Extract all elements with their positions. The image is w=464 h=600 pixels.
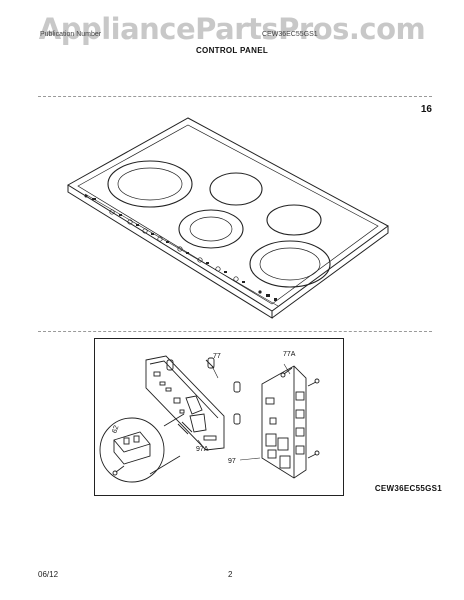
cooktop-front-edge xyxy=(67,185,273,319)
parts-illustration xyxy=(99,355,320,483)
control-board-97a xyxy=(145,355,225,451)
publication-label: Publication Number xyxy=(40,31,102,38)
footer-page: 2 xyxy=(228,570,233,579)
parts-detail-frame xyxy=(94,338,344,496)
figure-number: 16 xyxy=(420,104,432,115)
lower-divider xyxy=(38,331,432,332)
watermark: AppliancePartsPros.com xyxy=(38,12,426,46)
cooktop-side-edge xyxy=(271,226,389,319)
cooktop-outline xyxy=(67,117,389,312)
burner-right-rear xyxy=(266,204,322,236)
burner-left-rear-inner xyxy=(117,167,183,201)
model-number: CEW36EC55GS1 xyxy=(374,484,442,493)
callout-97: 97 xyxy=(228,458,236,465)
burner-center-rear xyxy=(209,172,263,206)
burner-right-front xyxy=(249,240,331,288)
burner-center-front xyxy=(178,209,244,249)
standoffs-77 xyxy=(166,357,241,425)
burner-left-rear xyxy=(107,160,193,208)
callout-97a: 97A xyxy=(196,446,209,453)
cooktop-illustration xyxy=(67,117,389,319)
burner-right-front-inner xyxy=(259,247,321,281)
upper-divider xyxy=(38,96,432,97)
touch-controls xyxy=(84,194,277,301)
footer-date: 06/12 xyxy=(38,570,59,579)
header-model-label: CEW36EC55GS1 xyxy=(262,31,318,38)
relay-board-97 xyxy=(261,365,307,479)
screws-77a xyxy=(280,367,320,459)
burner-center-front-inner xyxy=(189,216,233,242)
callout-77a: 77A xyxy=(283,351,296,358)
section-title: CONTROL PANEL xyxy=(195,46,269,55)
callout-77: 77 xyxy=(213,353,221,360)
inset-bracket-62 xyxy=(99,413,185,483)
control-strip xyxy=(84,193,279,307)
